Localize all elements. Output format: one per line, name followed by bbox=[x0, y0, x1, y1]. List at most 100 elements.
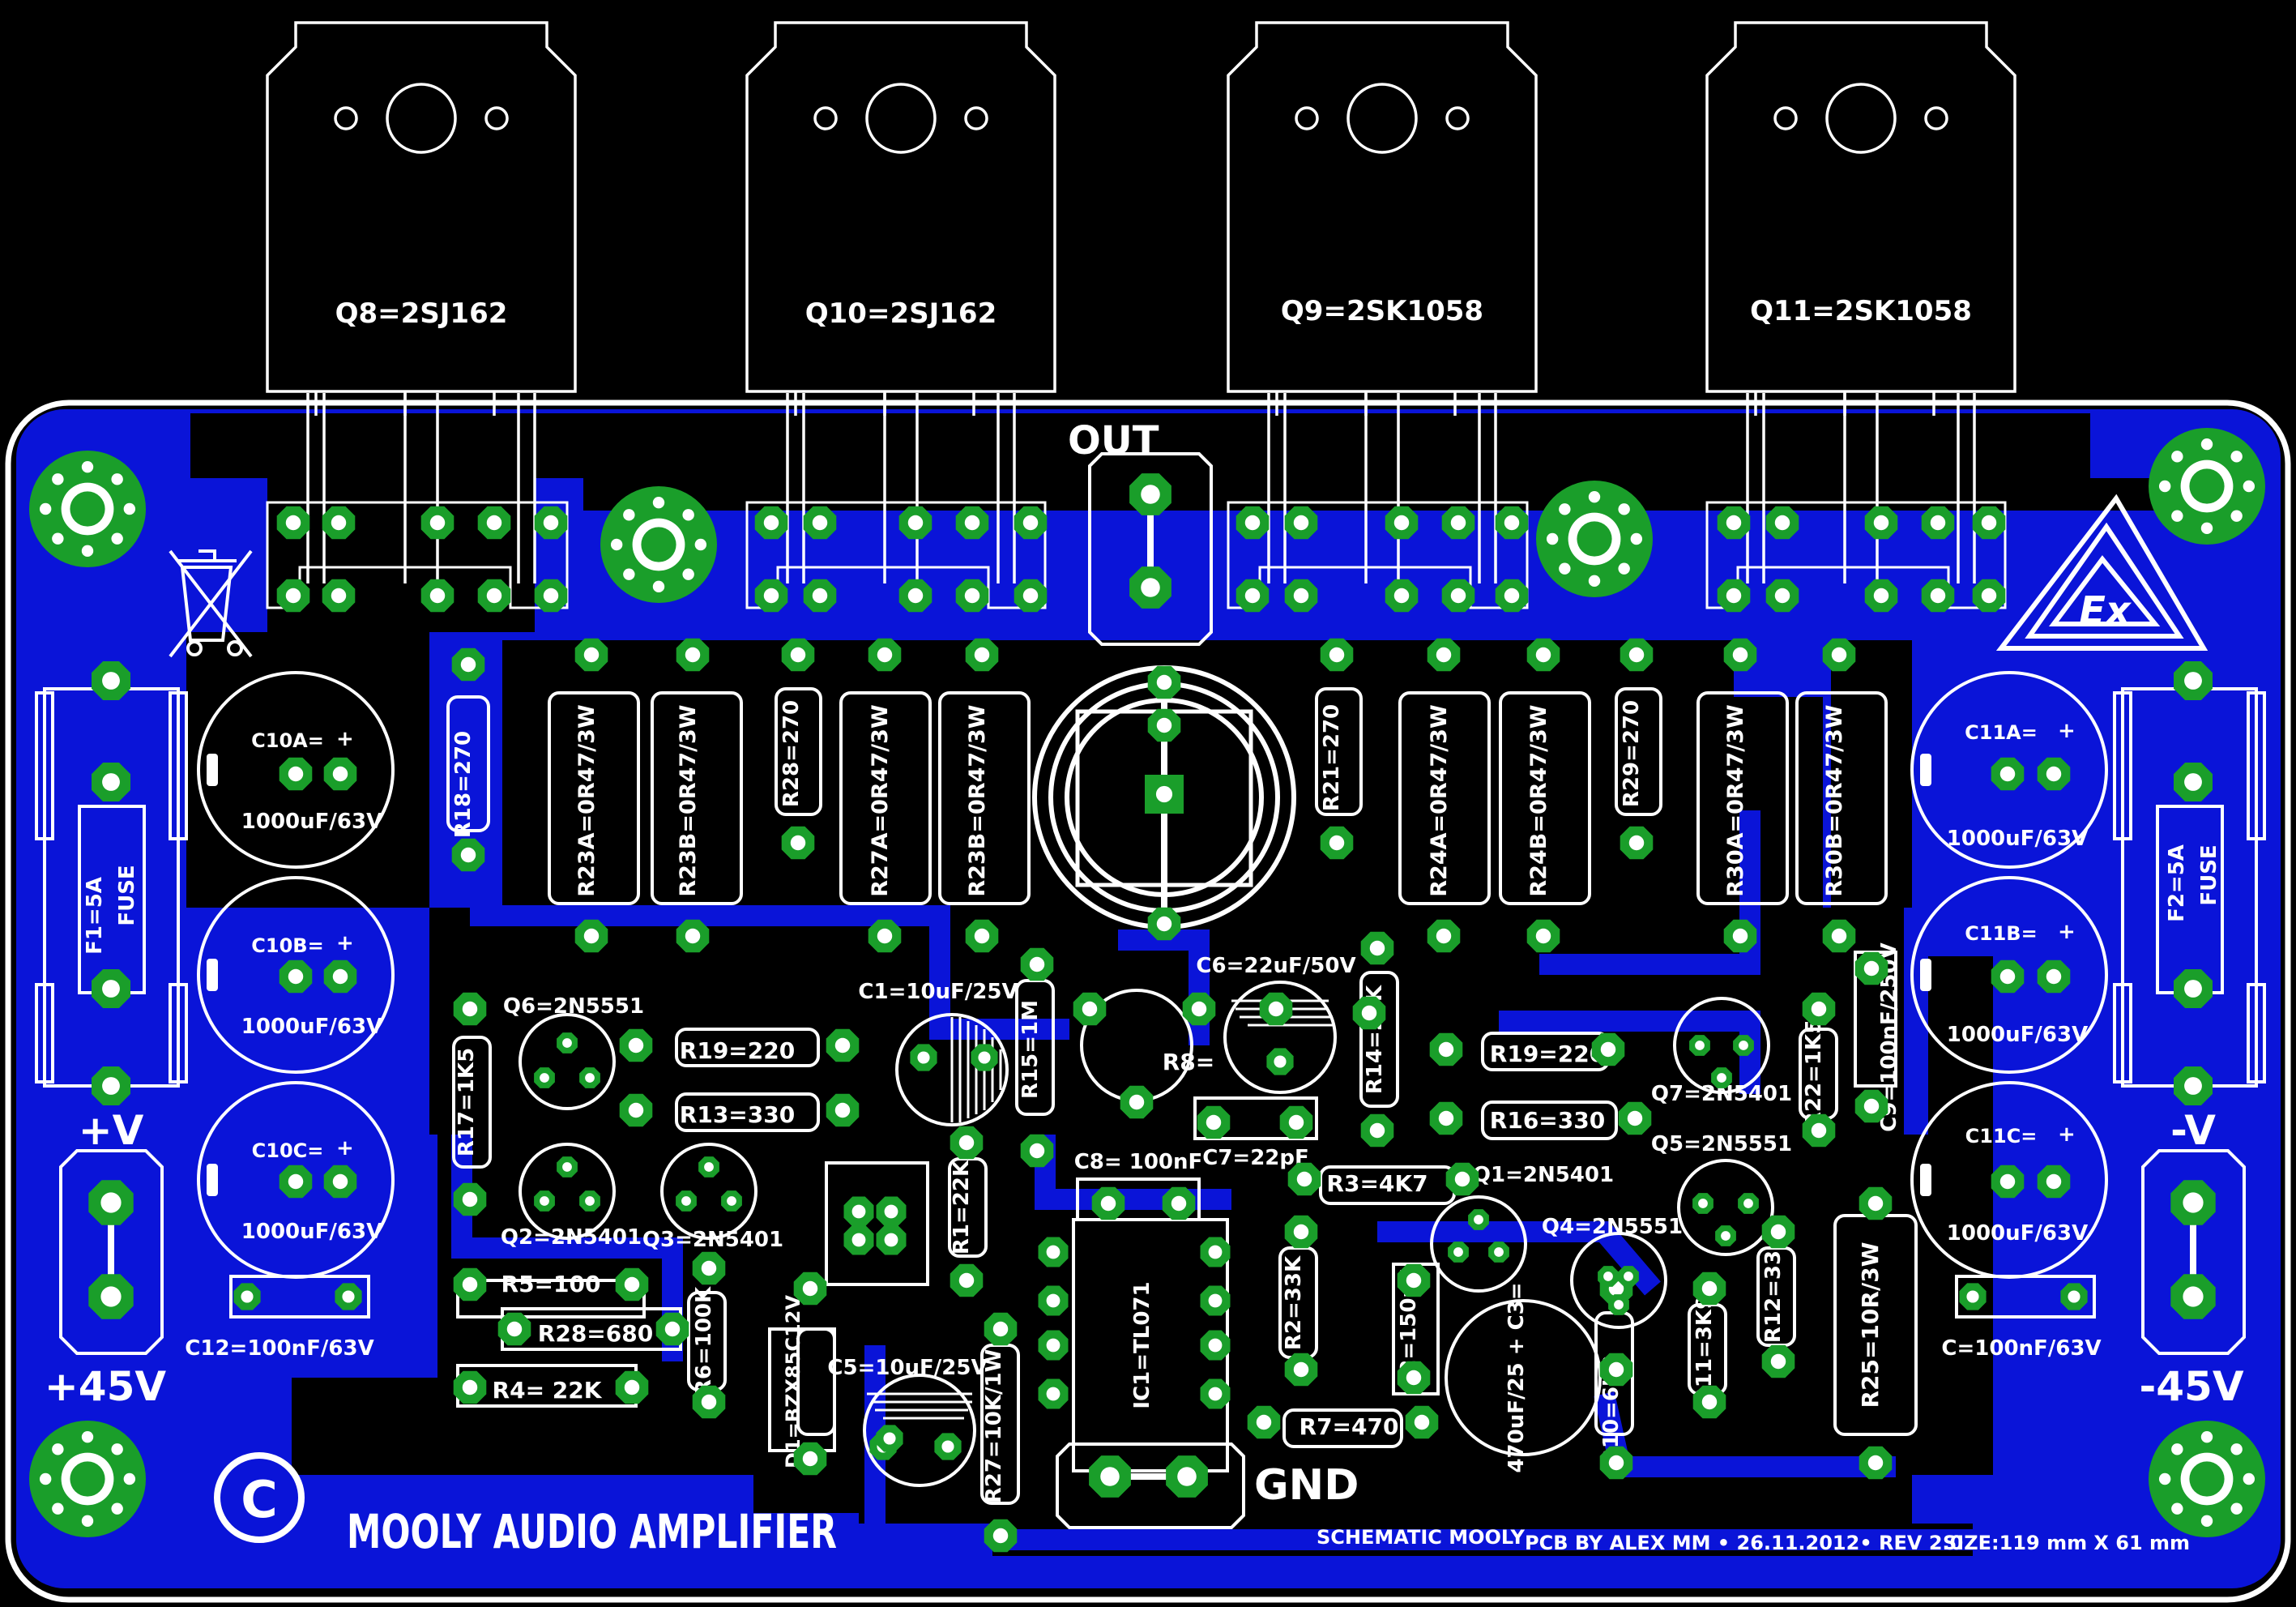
resistor-body bbox=[1481, 1101, 1618, 1140]
pad bbox=[420, 579, 455, 613]
horizontal-labels: R19=220 R13=330 R19=220 R16=330 R3=4K7 R… bbox=[493, 1037, 1606, 1440]
mounting-hole bbox=[29, 1421, 146, 1537]
gnd-label: GND bbox=[1254, 1461, 1359, 1510]
f1-value: F1=5A bbox=[83, 877, 107, 955]
pad bbox=[950, 1126, 984, 1160]
pad bbox=[2170, 1180, 2216, 1225]
vertical-label-r1: R1=22K bbox=[950, 1160, 974, 1254]
pad bbox=[233, 1283, 261, 1310]
pad bbox=[1162, 1186, 1196, 1220]
pad bbox=[534, 579, 568, 613]
pad bbox=[279, 1165, 313, 1199]
pad bbox=[88, 1274, 134, 1319]
pad bbox=[692, 1385, 726, 1419]
vertical-label-r2: R2=33K bbox=[1282, 1255, 1306, 1350]
pad bbox=[2060, 1283, 2088, 1310]
vertical-label-r29: R29=270 bbox=[1620, 700, 1644, 807]
pad bbox=[1959, 1283, 1987, 1310]
pad bbox=[754, 579, 788, 613]
resistor-body bbox=[675, 1028, 820, 1067]
pad bbox=[574, 638, 608, 672]
c10b-name: C10B= bbox=[251, 934, 323, 957]
q8-label: Q8=2SJ162 bbox=[335, 297, 508, 330]
c11b-name: C11B= bbox=[1965, 922, 2037, 945]
vertical-label-c3: 470uF/25 + C3= bbox=[1504, 1282, 1529, 1472]
pad bbox=[984, 1312, 1018, 1346]
pad bbox=[898, 579, 932, 613]
pad bbox=[1200, 1237, 1231, 1267]
pad bbox=[692, 1251, 726, 1285]
pad bbox=[1921, 506, 1955, 540]
pad bbox=[579, 1067, 600, 1088]
c1-label: C1=10uF/25V bbox=[858, 980, 1018, 1004]
pad bbox=[965, 638, 999, 672]
pad bbox=[1723, 919, 1757, 953]
pad bbox=[1591, 1032, 1625, 1066]
pad bbox=[1129, 566, 1171, 609]
pad bbox=[876, 1196, 907, 1227]
vertical-label-r25: R25=10R/3W bbox=[1857, 1242, 1884, 1408]
r16-label: R16=330 bbox=[1490, 1107, 1605, 1134]
pad bbox=[453, 992, 487, 1026]
pad bbox=[497, 1312, 531, 1346]
pad bbox=[579, 1190, 600, 1212]
pad bbox=[1854, 951, 1888, 985]
pad bbox=[1235, 506, 1270, 540]
pos-v-label: +V bbox=[79, 1107, 144, 1154]
vertical-label-r28t: R28=270 bbox=[779, 700, 804, 807]
pad bbox=[534, 1190, 555, 1212]
pad bbox=[92, 1066, 130, 1105]
vertical-label-r23a: R23A=0R47/3W bbox=[574, 704, 600, 896]
pad bbox=[1120, 1085, 1154, 1119]
pad bbox=[1038, 1330, 1069, 1361]
f2-value: F2=5A bbox=[2165, 844, 2189, 922]
pad bbox=[1864, 579, 1898, 613]
resistor-body bbox=[1359, 971, 1399, 1108]
pad bbox=[1200, 1378, 1231, 1409]
pad bbox=[1284, 1353, 1318, 1387]
pad bbox=[1692, 1385, 1726, 1419]
pad bbox=[1598, 1266, 1619, 1287]
pad bbox=[843, 1196, 874, 1227]
pad bbox=[1765, 506, 1799, 540]
pad bbox=[451, 648, 485, 682]
pad bbox=[1145, 775, 1184, 814]
pad bbox=[92, 661, 130, 700]
resistor-body bbox=[548, 691, 640, 905]
power-transistors bbox=[266, 21, 2016, 583]
pad bbox=[955, 506, 989, 540]
neg-rail-label: -45V bbox=[2139, 1363, 2243, 1410]
pad bbox=[1038, 1237, 1069, 1267]
pad bbox=[2037, 959, 2071, 994]
pad bbox=[1599, 1353, 1633, 1387]
pad bbox=[1864, 506, 1898, 540]
pad bbox=[1320, 638, 1354, 672]
pad bbox=[420, 506, 455, 540]
pad bbox=[698, 1156, 719, 1177]
cap-polarity-bars bbox=[207, 754, 1931, 1196]
pad bbox=[876, 1425, 903, 1452]
pad bbox=[676, 919, 710, 953]
pad bbox=[1761, 1344, 1795, 1378]
pad bbox=[1166, 1455, 1208, 1498]
board-title: MOOLY AUDIO AMPLIFIER bbox=[347, 1504, 837, 1559]
q5-label: Q5=2N5551 bbox=[1651, 1132, 1792, 1156]
pad bbox=[1620, 826, 1654, 860]
c11a-name: C11A= bbox=[1965, 721, 2038, 744]
pad bbox=[453, 1370, 487, 1404]
pad bbox=[1608, 1294, 1629, 1315]
pad bbox=[1284, 1215, 1318, 1249]
pad bbox=[477, 579, 511, 613]
pad bbox=[1429, 1101, 1463, 1135]
resistor-body bbox=[1499, 691, 1591, 905]
q3-label: Q3=2N5401 bbox=[642, 1228, 783, 1252]
pad bbox=[1360, 931, 1394, 965]
component-pads bbox=[88, 473, 2216, 1553]
pad bbox=[1038, 1285, 1069, 1316]
pad bbox=[965, 919, 999, 953]
pad bbox=[1495, 506, 1529, 540]
pad bbox=[793, 1442, 827, 1476]
pad bbox=[1822, 919, 1856, 953]
pad bbox=[1972, 579, 2006, 613]
resistor-body bbox=[938, 691, 1031, 905]
